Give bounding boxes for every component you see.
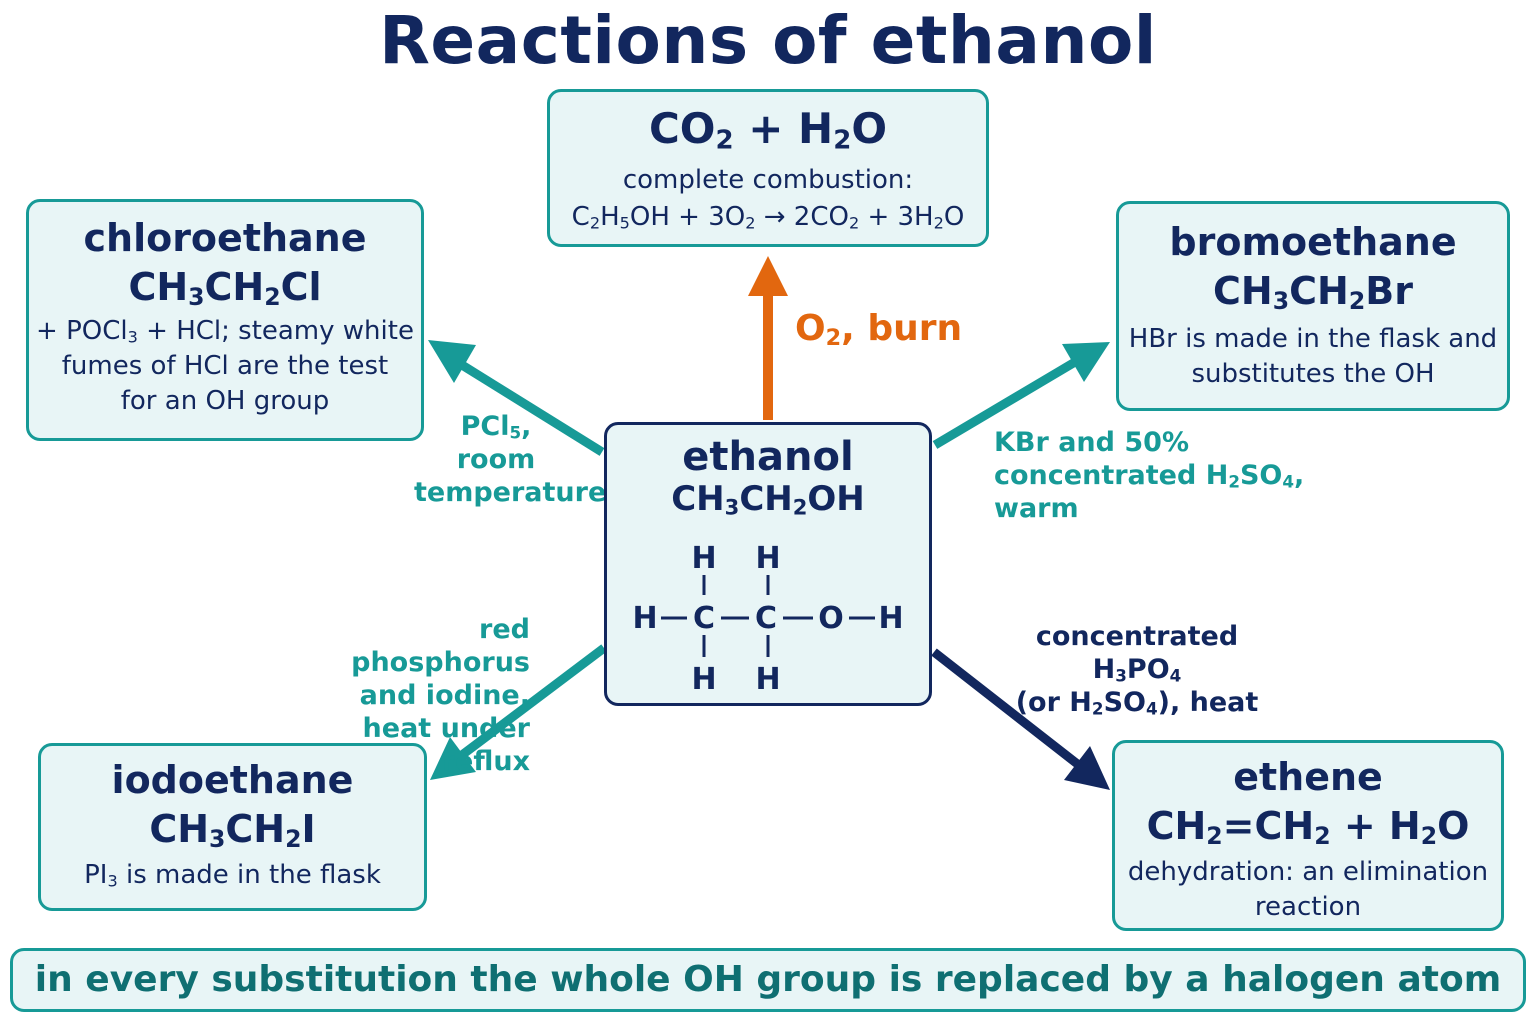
- chloroethane-note-3: for an OH group: [120, 386, 330, 416]
- iodoethane-box: iodoethane CH3CH2I PI3 is made in the fl…: [38, 743, 427, 911]
- arrow-combustion-head: [748, 256, 788, 296]
- chloroethane-note-1: + POCl3 + HCl; steamy white: [36, 316, 414, 347]
- bromoethane-box: bromoethane CH3CH2Br HBr is made in the …: [1116, 201, 1510, 411]
- summary-banner: in every substitution the whole OH group…: [10, 948, 1526, 1012]
- atom-h-right: H: [878, 601, 903, 636]
- ethene-note-1: dehydration: an elimination: [1127, 857, 1489, 887]
- arrow-ethene: [931, 648, 1083, 770]
- combustion-product-box: CO2 + H2O complete combustion: C2H5OH + …: [547, 89, 989, 247]
- combustion-equation: C2H5OH + 3O2 → 2CO2 + 3H2O: [571, 202, 965, 233]
- arrow-chloroethane: [459, 361, 605, 456]
- chloroethane-condition: PCl5, room temperature: [414, 411, 607, 508]
- iodoethane-name: iodoethane: [111, 758, 354, 802]
- atom-h-top-right: H: [755, 541, 780, 576]
- chloroethane-formula: CH3CH2Cl: [128, 265, 322, 312]
- atom-h-bottom-left: H: [691, 662, 716, 697]
- arrow-iodoethane-head: [430, 737, 476, 780]
- chloroethane-note-2: fumes of HCl are the test: [61, 351, 389, 381]
- ethene-formula: CH2=CH2 + H2O: [1146, 804, 1470, 851]
- bromoethane-name: bromoethane: [1169, 220, 1457, 264]
- ethanol-name: ethanol: [682, 434, 854, 480]
- ethanol-structure: H H H C C O H H H: [632, 541, 903, 697]
- atom-o: O: [818, 601, 844, 636]
- arrow-ethene-head: [1064, 746, 1110, 790]
- arrow-bromoethane-head: [1062, 342, 1110, 382]
- iodoethane-condition: red phosphorus and iodine, heat under re…: [351, 614, 530, 777]
- iodoethane-formula: CH3CH2I: [149, 807, 316, 854]
- combustion-condition: O2, burn: [795, 308, 963, 351]
- page-title: Reactions of ethanol: [379, 2, 1157, 79]
- combustion-label: complete combustion:: [622, 165, 914, 195]
- bromoethane-condition: KBr and 50% concentrated H2SO4, warm: [994, 427, 1305, 524]
- chloroethane-box: chloroethane CH3CH2Cl + POCl3 + HCl; ste…: [26, 199, 424, 441]
- combustion-products-formula: CO2 + H2O: [648, 104, 888, 156]
- ethene-condition: concentrated H3PO4 (or H2SO4), heat: [1015, 621, 1259, 719]
- arrow-chloroethane-head: [428, 340, 476, 383]
- atom-c-2: C: [755, 601, 777, 636]
- atom-h-top-left: H: [691, 541, 716, 576]
- ethanol-formula: CH3CH2OH: [671, 479, 865, 520]
- chloroethane-name: chloroethane: [83, 216, 367, 260]
- bromoethane-note-2: substitutes the OH: [1191, 359, 1435, 389]
- arrow-iodoethane: [459, 644, 607, 759]
- ethene-box: ethene CH2=CH2 + H2O dehydration: an eli…: [1112, 740, 1504, 931]
- ethene-name: ethene: [1233, 755, 1383, 799]
- atom-h-bottom-right: H: [755, 662, 780, 697]
- arrow-bromoethane: [932, 358, 1078, 449]
- ethanol-box: ethanol CH3CH2OH H H H C C O H H H: [604, 422, 932, 706]
- atom-c-1: C: [693, 601, 715, 636]
- atom-h-left: H: [632, 601, 657, 636]
- bromoethane-formula: CH3CH2Br: [1213, 269, 1413, 316]
- ethene-note-2: reaction: [1254, 892, 1362, 922]
- bromoethane-note-1: HBr is made in the flask and: [1128, 324, 1498, 354]
- iodoethane-note: PI3 is made in the flask: [84, 860, 381, 891]
